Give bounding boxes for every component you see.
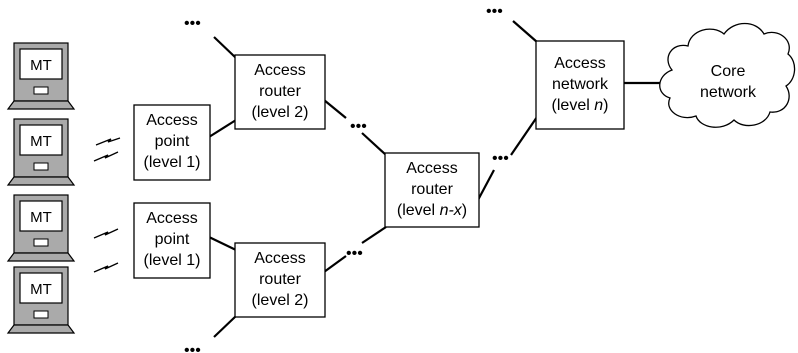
node-label-line: Access xyxy=(146,210,198,227)
link-ar2-top-upward xyxy=(213,36,237,59)
node-label-line: Access xyxy=(146,112,198,129)
terminal-label: MT xyxy=(30,281,52,298)
wireless-icon xyxy=(93,262,119,273)
link-dots-to-arnx-bottom xyxy=(361,226,387,244)
node-label-line: (level 2) xyxy=(252,104,309,121)
ellipsis-mid-top: ••• xyxy=(350,118,367,135)
node-label-line: point xyxy=(155,231,190,248)
link-dots-to-access-network xyxy=(510,116,538,156)
node-label-line: router xyxy=(259,271,301,288)
ellipsis-bottom-left: ••• xyxy=(184,342,201,353)
node-label-line: (level 2) xyxy=(252,292,309,309)
laptop-keyboard-icon xyxy=(6,324,76,334)
cloud-icon xyxy=(659,22,796,128)
link-ap-bottom-to-ar2-bottom xyxy=(208,236,237,251)
access-router-level-n-x: Access router (level n-x) xyxy=(384,152,480,228)
access-router-level2-top: Access router (level 2) xyxy=(234,54,326,130)
mobile-terminal: MT xyxy=(6,194,76,262)
link-ar2-bottom-upward xyxy=(323,255,347,273)
terminal-label: MT xyxy=(30,133,52,150)
level-italic: n-x xyxy=(440,202,463,219)
laptop-keyboard-icon xyxy=(6,176,76,186)
ellipsis-top-right: ••• xyxy=(486,3,503,20)
wireless-icon xyxy=(93,151,119,162)
ellipsis-right: ••• xyxy=(492,150,509,167)
link-arnx-to-dots xyxy=(477,169,495,201)
laptop-keyboard-icon xyxy=(6,252,76,262)
wireless-icon xyxy=(93,228,119,239)
node-label-line: Core xyxy=(711,63,746,80)
core-network-cloud: Core network xyxy=(659,22,796,128)
node-label-line: Access xyxy=(254,250,306,267)
access-point-top: Access point (level 1) xyxy=(133,104,211,181)
ellipsis-top-left: ••• xyxy=(184,15,201,32)
access-router-level2-bottom: Access router (level 2) xyxy=(234,242,326,318)
node-level-label: (level n) xyxy=(552,97,609,114)
node-label-line: (level 1) xyxy=(144,252,201,269)
mobile-terminal: MT xyxy=(6,266,76,334)
level-prefix: (level xyxy=(552,97,595,114)
access-network-level-n: Access network (level n) xyxy=(535,40,625,130)
node-level-label: (level n-x) xyxy=(397,202,467,219)
link-ar2-top-to-dots xyxy=(323,99,347,119)
node-label-line: Access xyxy=(406,160,458,177)
level-suffix: ) xyxy=(462,202,467,219)
link-ar2-bottom-downward xyxy=(213,315,237,338)
node-label-line: network xyxy=(552,76,609,93)
ellipsis-mid-bottom: ••• xyxy=(346,245,363,262)
ellipsis-group: ••• ••• ••• ••• ••• ••• xyxy=(184,3,509,353)
node-label-line: point xyxy=(155,133,190,150)
level-suffix: ) xyxy=(603,97,608,114)
node-label-line: router xyxy=(259,83,301,100)
terminal-label: MT xyxy=(30,57,52,74)
level-prefix: (level xyxy=(397,202,440,219)
mobile-terminal: MT xyxy=(6,118,76,186)
link-dots-to-arnx-top xyxy=(361,132,387,156)
wireless-links xyxy=(93,137,121,273)
terminal-label: MT xyxy=(30,209,52,226)
link-access-network-upward xyxy=(512,20,538,43)
laptop-keyboard-icon xyxy=(6,100,76,110)
link-ap-top-to-ar2-top xyxy=(208,119,237,138)
connections xyxy=(208,20,664,338)
node-label-line: (level 1) xyxy=(144,154,201,171)
level-italic: n xyxy=(594,97,603,114)
wireless-icon xyxy=(95,137,121,146)
access-point-bottom: Access point (level 1) xyxy=(133,202,211,279)
node-label-line: network xyxy=(700,84,757,101)
node-label-line: Access xyxy=(554,55,606,72)
node-label-line: router xyxy=(411,181,453,198)
node-label-line: Access xyxy=(254,62,306,79)
mobile-terminal: MT xyxy=(6,42,76,110)
